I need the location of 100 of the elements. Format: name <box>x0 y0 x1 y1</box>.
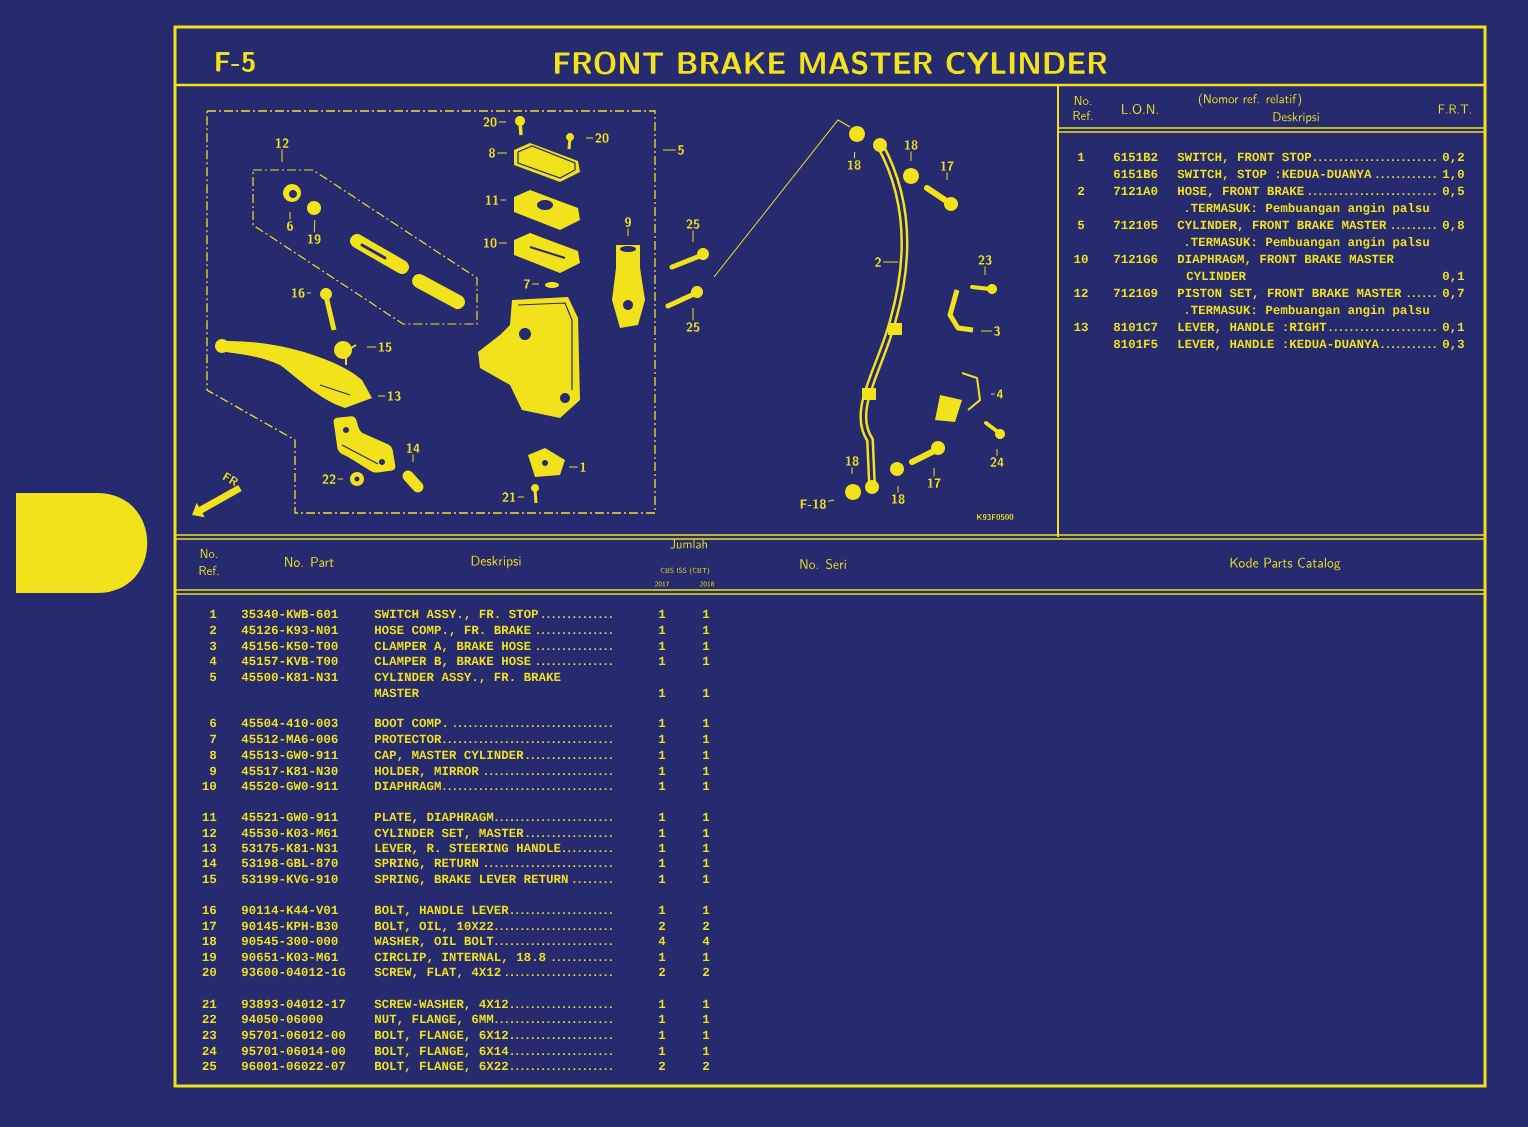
time-rate: 0,5 <box>1442 186 1464 198</box>
part-description: PROTECTOR <box>375 734 612 744</box>
callout-number: 22 <box>322 474 336 484</box>
leader-line <box>498 242 508 244</box>
part-number: 96001-06022-07 <box>241 1061 345 1071</box>
reference-number: 5 <box>209 672 217 682</box>
quantity: 1 <box>659 858 666 867</box>
leader-line <box>366 346 377 348</box>
reference-number: 1 <box>210 609 217 618</box>
part-description: NUT, FLANGE, 6MM <box>375 1014 612 1026</box>
callout-number: 25 <box>686 322 700 332</box>
part-description: CYLINDER ASSY., FR. BRAKE MASTER <box>374 672 561 698</box>
callout-number: 21 <box>502 492 516 502</box>
callout-number: 23 <box>978 255 992 265</box>
callout-number: 10 <box>483 238 497 248</box>
part-number: 90114-K44-V01 <box>241 905 338 915</box>
part-number: 95701-06012-00 <box>241 1030 346 1040</box>
quantity: 1 <box>703 999 710 1008</box>
leader-line <box>910 151 912 162</box>
reference-number: 22 <box>202 1014 217 1023</box>
callout-number: 8 <box>489 148 495 158</box>
lon-code: 7121A0 <box>1114 186 1158 196</box>
part-description: SWITCH, STOP :KEDUA-DUANYA <box>1177 169 1436 181</box>
part-description: SWITCH ASSY., FR. STOP <box>374 609 612 621</box>
reference-number: 10 <box>202 781 217 791</box>
callout-number: 25 <box>686 219 700 229</box>
leader-line <box>281 148 283 163</box>
reference-number: 3 <box>209 641 217 651</box>
quantity: 1 <box>703 766 710 775</box>
callout-number: 17 <box>940 161 954 171</box>
note-text: .TERMASUK: Pembuangan angin palsu <box>1186 236 1429 249</box>
callout-number: 2 <box>875 257 881 267</box>
reference-number: 24 <box>202 1046 217 1055</box>
part-number: 93893-04012-17 <box>241 999 345 1009</box>
quantity: 1 <box>703 1014 710 1023</box>
lon-code: 6151B2 <box>1114 152 1158 162</box>
page-code: F-5 <box>216 52 255 72</box>
quantity: 2 <box>659 1061 665 1070</box>
quantity: 1 <box>659 609 666 618</box>
callout-number: 20 <box>483 117 497 127</box>
leader-line <box>517 496 525 498</box>
callout-number: 13 <box>387 391 401 401</box>
quantity: 1 <box>659 750 666 759</box>
quantity: 1 <box>703 828 710 837</box>
quantity: 1 <box>703 874 710 883</box>
leader-line <box>882 261 899 263</box>
quantity: 2 <box>659 921 665 930</box>
part-description: PLATE, DIAPHRAGM <box>375 812 612 824</box>
quantity: 1 <box>659 999 666 1008</box>
part-description: HOSE COMP., FR. BRAKE <box>375 625 612 637</box>
quantity: 1 <box>703 750 710 759</box>
part-description: LEVER, HANDLE :KEDUA-DUANYA <box>1178 339 1436 351</box>
reference-number: 12 <box>202 828 217 837</box>
callout-number: 12 <box>275 138 289 148</box>
part-description: DIAPHRAGM <box>375 781 612 791</box>
quantity: 2 <box>703 1061 709 1070</box>
reference-number: 21 <box>202 999 217 1008</box>
time-rate: 0,1 <box>1442 271 1465 283</box>
quantity: 1 <box>659 905 666 914</box>
quantity: 1 <box>703 641 710 650</box>
reference-number: 12 <box>1074 288 1088 297</box>
leader-line <box>377 395 386 397</box>
leader-line <box>851 467 853 475</box>
leader-line <box>980 330 993 332</box>
lon-code: 8101C7 <box>1113 322 1158 332</box>
callout-number: 4 <box>996 389 1004 399</box>
part-description: CAP, MASTER CYLINDER <box>374 750 612 762</box>
leader-line <box>498 121 507 123</box>
quantity: 1 <box>659 812 666 821</box>
time-rate: 0,3 <box>1442 339 1464 351</box>
lon-code: 7121G9 <box>1114 288 1158 298</box>
leader-line <box>933 467 935 478</box>
reference-number: 2 <box>210 625 217 634</box>
callout-number: 9 <box>625 217 631 227</box>
leader-line <box>946 171 948 181</box>
callout-number: 5 <box>677 145 684 155</box>
part-description: HOSE, FRONT BRAKE <box>1178 186 1436 198</box>
quantity: 1 <box>703 1046 710 1055</box>
part-number: 45517-K81-N30 <box>241 766 338 776</box>
column-header: Deskripsi <box>1273 112 1319 124</box>
part-description: LEVER, HANDLE :RIGHT <box>1178 322 1436 334</box>
column-header: No. Part <box>285 557 334 567</box>
reference-number: 2 <box>1078 186 1085 195</box>
reference-number: 5 <box>1077 220 1085 230</box>
quantity: 1 <box>659 641 666 650</box>
leader-line <box>627 228 629 237</box>
part-number: 45521-GW0-911 <box>241 812 338 822</box>
leader-line <box>289 211 291 221</box>
column-header: No. Ref. <box>199 548 219 576</box>
leader-line <box>531 283 540 285</box>
reference-number: 18 <box>202 936 217 946</box>
callout-number: 18 <box>891 494 905 504</box>
quantity: 1 <box>703 1030 710 1039</box>
part-description: SCREW-WASHER, 4X12 <box>374 999 612 1011</box>
quantity: 1 <box>703 843 710 852</box>
column-header: Kode Parts Catalog <box>1230 557 1341 571</box>
reference-number: 7 <box>210 734 216 743</box>
part-number: 93600-04012-1G <box>241 967 346 977</box>
leader-line <box>853 151 856 159</box>
time-rate: 0,8 <box>1442 220 1464 232</box>
